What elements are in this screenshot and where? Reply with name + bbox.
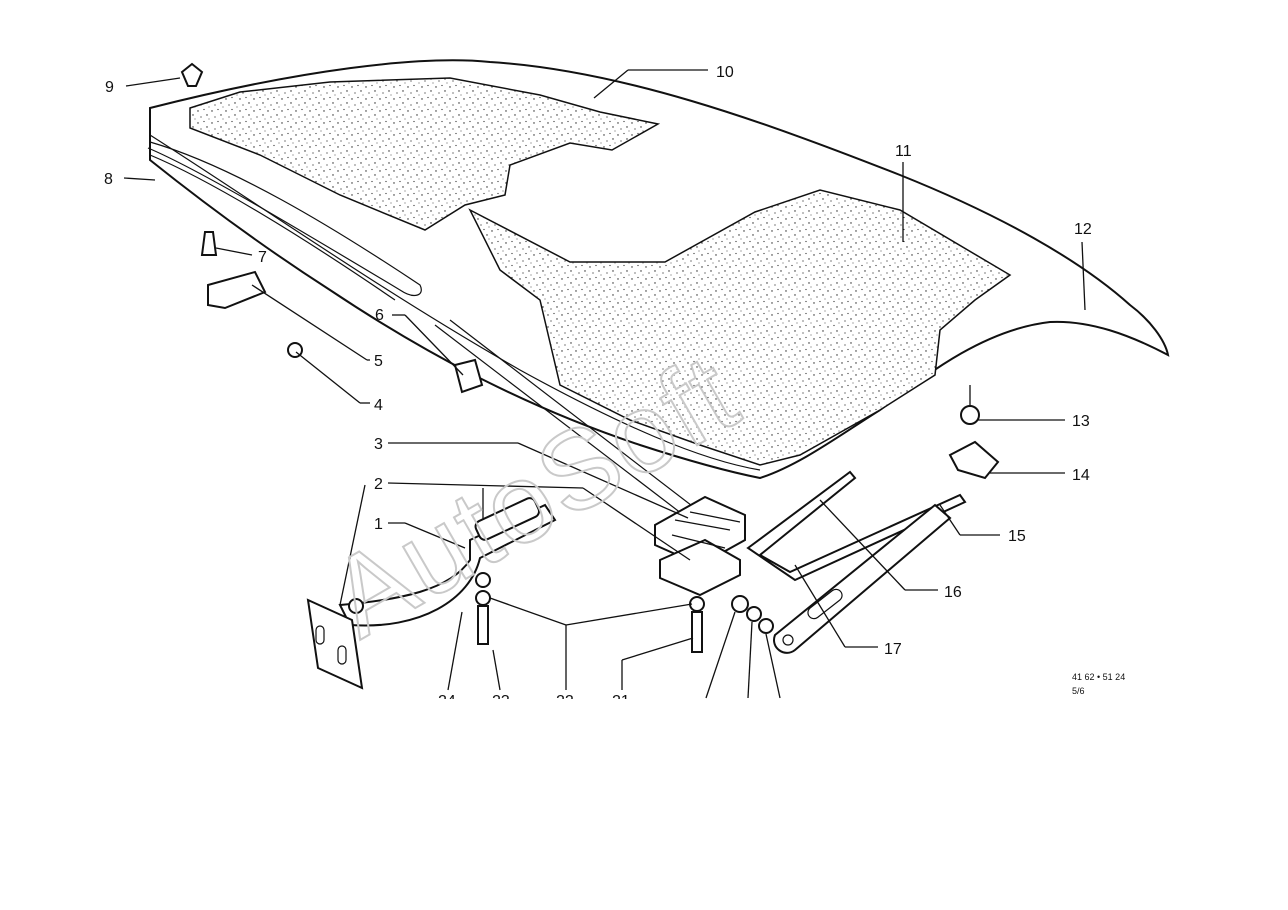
- bracket-5: [207, 270, 267, 310]
- insulation-pad-rear: [468, 189, 1012, 466]
- washer-22-c: [689, 596, 705, 612]
- callout-4: 4: [374, 397, 383, 414]
- insulation-pad-front: [189, 77, 661, 231]
- callout-14: 14: [1072, 467, 1090, 484]
- washer-18: [758, 618, 774, 634]
- bolt-21: [691, 611, 703, 653]
- hinge-slot: [474, 497, 540, 541]
- seal-strip-inner: [149, 154, 396, 301]
- grommet-13: [960, 405, 980, 425]
- washer-19: [746, 606, 762, 622]
- nut-20: [731, 595, 749, 613]
- callout-12: 12: [1074, 221, 1092, 238]
- callout-10: 10: [716, 64, 734, 81]
- seal-strip: [147, 141, 422, 297]
- callout-1: 1: [374, 516, 383, 533]
- callout-3: 3: [374, 436, 383, 453]
- hinge-arm: [338, 503, 557, 627]
- callout-9: 9: [105, 79, 114, 96]
- washer-22-a: [475, 572, 491, 588]
- rod-3: [434, 324, 691, 521]
- rod-3b: [449, 319, 701, 513]
- callout-17: 17: [884, 641, 902, 658]
- drawing-sheet: 5/6: [1072, 686, 1085, 696]
- link-bar-slot: [807, 588, 843, 620]
- callout-15: 15: [1008, 528, 1026, 545]
- leader-lines: [123, 69, 1086, 699]
- hinge-plate-slot-a: [315, 625, 325, 645]
- callout-7: 7: [258, 249, 267, 266]
- hinge-pivot: [348, 598, 364, 614]
- rod-16: [746, 470, 967, 582]
- buffer-7: [200, 231, 218, 256]
- bolt-23: [477, 605, 489, 645]
- drawing-code: 41 62 • 51 24: [1072, 672, 1125, 682]
- callout-8: 8: [104, 171, 113, 188]
- clip-14: [948, 440, 1000, 480]
- latch-detail: [671, 511, 741, 549]
- callout-5: 5: [374, 353, 383, 370]
- crop-mask: [0, 699, 1288, 910]
- clip-9: [180, 62, 204, 87]
- callout-6: 6: [375, 307, 384, 324]
- callout-2: 2: [374, 476, 383, 493]
- callout-16: 16: [944, 584, 962, 601]
- link-bar-hole: [782, 634, 794, 646]
- callout-11: 11: [895, 143, 912, 160]
- clip-6: [453, 358, 484, 394]
- link-bar: [773, 503, 952, 654]
- hinge-plate-slot-b: [337, 645, 347, 665]
- hinge-plate: [306, 598, 364, 690]
- callout-13: 13: [1072, 413, 1090, 430]
